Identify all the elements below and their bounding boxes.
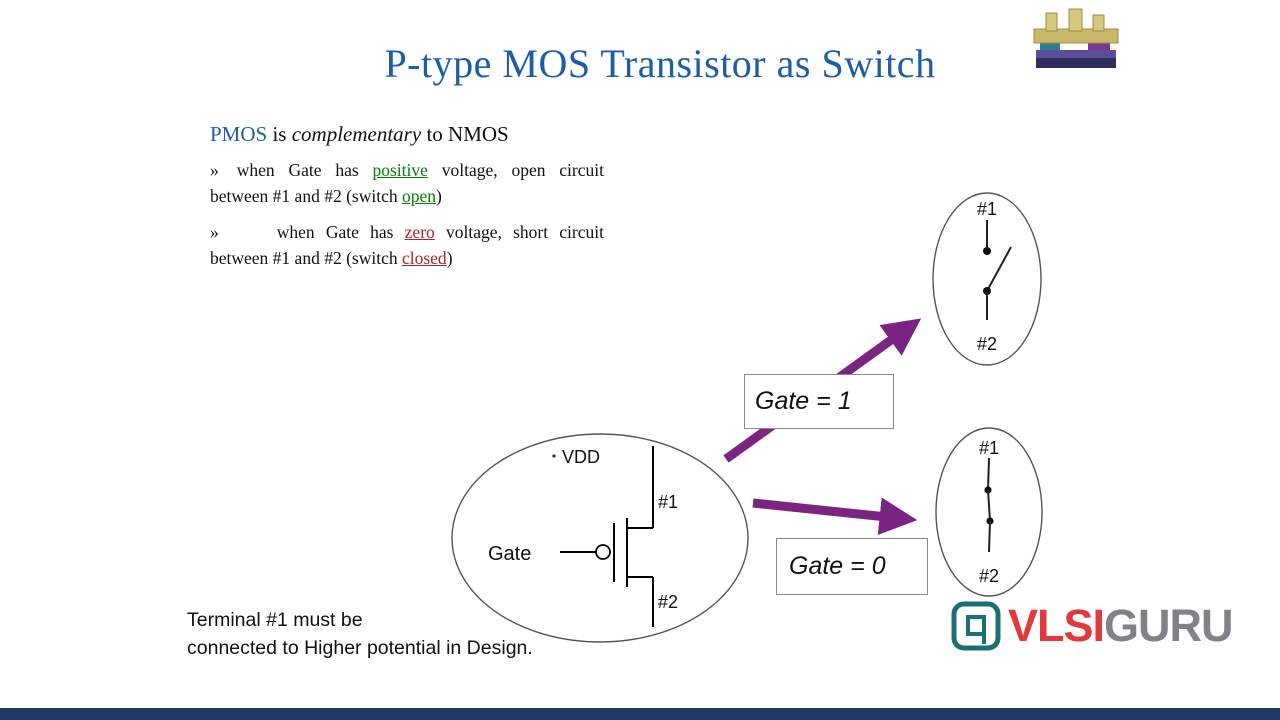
logo-outer-square xyxy=(951,601,1001,651)
terminal-note-line2: connected to Higher potential in Design. xyxy=(187,637,533,660)
gate-label: Gate xyxy=(488,543,531,565)
footer-bar xyxy=(0,708,1280,720)
vdd-label: VDD xyxy=(562,447,600,467)
closed-switch-top-lead xyxy=(987,457,990,491)
bullet1-text1: when Gate has xyxy=(236,160,373,180)
bullet-zero: » when Gate has zero voltage, short circu… xyxy=(210,219,604,272)
logo-inner-square xyxy=(966,615,986,636)
intro-pmos: PMOS xyxy=(210,122,268,146)
terminal-2-label: #2 xyxy=(658,592,678,612)
chip-teal-block xyxy=(1040,43,1060,50)
vlsiguru-logo: VLSIGURU xyxy=(950,600,1234,652)
closed-switch-diagram: #1 #2 xyxy=(935,427,1043,597)
bullet2-highlight-closed: closed xyxy=(401,247,447,268)
open-switch-outline xyxy=(932,192,1042,366)
bullet1-highlight-open: open xyxy=(401,186,436,207)
chip-gold-post-3 xyxy=(1092,14,1105,32)
body-text-block: PMOS is complementary to NMOS » when Gate… xyxy=(210,122,604,280)
gate-equals-0-label: Gate = 0 xyxy=(776,538,928,595)
intro-complementary: complementary xyxy=(291,122,422,146)
bullet-marker: » xyxy=(210,221,219,242)
closed-switch-terminal-2: #2 xyxy=(979,566,999,586)
intro-mid1: is xyxy=(267,122,292,146)
terminal-1-label: #1 xyxy=(658,492,678,512)
logo-wordmark: VLSIGURU xyxy=(1008,600,1234,652)
arrow-to-closed-switch xyxy=(752,497,918,536)
pmos-gate-bubble xyxy=(595,544,611,560)
open-switch-terminal-2: #2 xyxy=(977,334,997,354)
pmos-symbol xyxy=(560,446,654,627)
open-switch-symbol xyxy=(983,220,1012,320)
bullet1-highlight-positive: positive xyxy=(372,160,428,180)
chip-base-layer xyxy=(1036,58,1116,68)
logo-text-guru: GURU xyxy=(1104,600,1233,651)
vdd-tick xyxy=(552,454,556,458)
terminal-note: Terminal #1 must be connected to Higher … xyxy=(187,606,533,663)
open-switch-terminal-1: #1 xyxy=(977,199,997,219)
bullet2-text2: voltage, short circuit between #1 and #2… xyxy=(210,221,604,268)
chip-purple-layer xyxy=(1036,50,1116,58)
slide-title: P-type MOS Transistor as Switch xyxy=(384,41,936,86)
open-switch-diagram: #1 #2 xyxy=(932,192,1042,366)
bullet-marker: » xyxy=(210,160,219,180)
open-switch-arm xyxy=(986,246,1012,292)
bullet2-highlight-zero: zero xyxy=(404,221,435,242)
open-switch-top-contact xyxy=(983,247,991,255)
pmos-transistor-diagram: VDD Gate #1 #2 xyxy=(451,433,749,643)
vlsiguru-icon xyxy=(951,601,1001,651)
closed-switch-arm xyxy=(987,489,991,522)
closed-switch-terminal-1: #1 xyxy=(979,438,999,458)
chip-3d-image xyxy=(1030,6,1122,72)
closed-switch-symbol xyxy=(984,457,994,553)
bullet2-text1: when Gate has xyxy=(276,221,405,242)
bullet-positive: » when Gate has positive voltage, open ci… xyxy=(210,157,604,210)
chip-gold-post-2 xyxy=(1068,8,1083,32)
gate-equals-1-label: Gate = 1 xyxy=(744,374,894,429)
chip-gold-post-1 xyxy=(1045,12,1058,32)
chip-violet-block xyxy=(1088,43,1110,50)
closed-switch-bottom-lead xyxy=(988,520,991,553)
terminal-note-line1: Terminal #1 must be xyxy=(187,609,363,631)
intro-mid2: to NMOS xyxy=(421,122,509,146)
gate1-text: Gate = 1 xyxy=(755,387,852,415)
logo-text-vlsi: VLSI xyxy=(1008,600,1105,651)
bullet1-text2: voltage, open circuit between #1 and #2 … xyxy=(210,160,604,207)
intro-line: PMOS is complementary to NMOS xyxy=(210,122,604,147)
transistor-bubble-outline xyxy=(451,433,749,643)
bullet2-text3: ) xyxy=(446,247,453,268)
bullet1-text3: ) xyxy=(436,186,442,207)
gate0-text: Gate = 0 xyxy=(789,552,886,580)
